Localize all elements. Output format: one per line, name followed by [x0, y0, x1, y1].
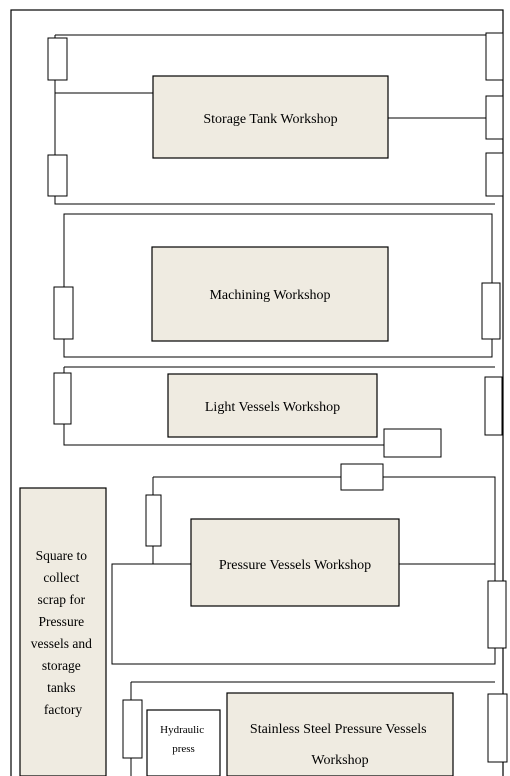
stainless-steel-section: Hydraulic press Stainless Steel Pressure…	[122, 681, 508, 776]
scrap-line-3: scrap for	[38, 592, 86, 607]
door-storage-right-bottom	[485, 152, 504, 197]
door-storage-left-bottom	[47, 154, 68, 197]
light-vessels-workshop-box	[167, 373, 378, 438]
door-machining-right	[481, 282, 501, 340]
scrap-line-5: vessels and	[31, 636, 92, 651]
stainless-steel-workshop-box	[226, 692, 454, 776]
door-light-vessels-left	[53, 372, 72, 425]
hydraulic-press-box	[146, 709, 221, 776]
door-storage-right-top	[485, 32, 504, 81]
door-storage-right-middle	[485, 95, 504, 140]
door-storage-left-top	[47, 37, 68, 81]
light-vessels-workshop-label: Light Vessels Workshop	[205, 400, 340, 415]
pressure-vessels-workshop-label: Pressure Vessels Workshop	[219, 558, 371, 573]
scrap-square-label: Square to collect scrap for Pressure ves…	[31, 548, 96, 717]
pressure-vessels-section: Pressure Vessels Workshop	[111, 463, 507, 665]
scrap-line-6: storage	[42, 658, 81, 673]
door-pressure-vessels-left	[145, 494, 162, 547]
door-pressure-vessels-top	[340, 463, 384, 491]
door-light-vessels-right	[484, 376, 503, 436]
door-stainless-right	[487, 693, 508, 763]
light-vessels-section: Light Vessels Workshop	[53, 366, 503, 458]
stainless-steel-line-2: Workshop	[311, 753, 368, 768]
scrap-line-8: factory	[44, 702, 82, 717]
storage-tank-section: Storage Tank Workshop	[47, 32, 504, 205]
storage-tank-workshop-label: Storage Tank Workshop	[203, 112, 337, 127]
scrap-line-7: tanks	[47, 680, 76, 695]
door-light-vessels-bottom	[383, 428, 442, 458]
scrap-square-box	[19, 487, 107, 776]
machining-section: Machining Workshop	[53, 213, 501, 358]
scrap-line-4: Pressure	[38, 614, 84, 629]
scrap-line-1: Square to	[36, 548, 88, 563]
hydraulic-press-line-1: Hydraulic	[160, 724, 204, 736]
door-pressure-vessels-right	[487, 580, 507, 649]
hydraulic-press-label: Hydraulic press	[160, 724, 207, 755]
machining-workshop-box	[151, 246, 389, 342]
machining-workshop-label: Machining Workshop	[209, 288, 330, 303]
storage-tank-perimeter	[54, 34, 495, 205]
pressure-vessels-perimeter	[111, 476, 496, 665]
site-boundary	[10, 9, 504, 776]
storage-tank-connector-lines	[55, 92, 495, 119]
door-machining-left	[53, 286, 74, 340]
hydraulic-press-line-2: press	[172, 743, 195, 755]
door-stainless-left	[122, 699, 143, 759]
stainless-steel-workshop-label: Stainless Steel Pressure Vessels Worksho…	[250, 722, 430, 768]
pressure-vessels-workshop-box	[190, 518, 400, 607]
storage-tank-workshop-box	[152, 75, 389, 159]
scrap-square-section: Square to collect scrap for Pressure ves…	[19, 487, 107, 776]
stainless-steel-line-1: Stainless Steel Pressure Vessels	[250, 722, 427, 737]
scrap-line-2: collect	[43, 570, 79, 585]
